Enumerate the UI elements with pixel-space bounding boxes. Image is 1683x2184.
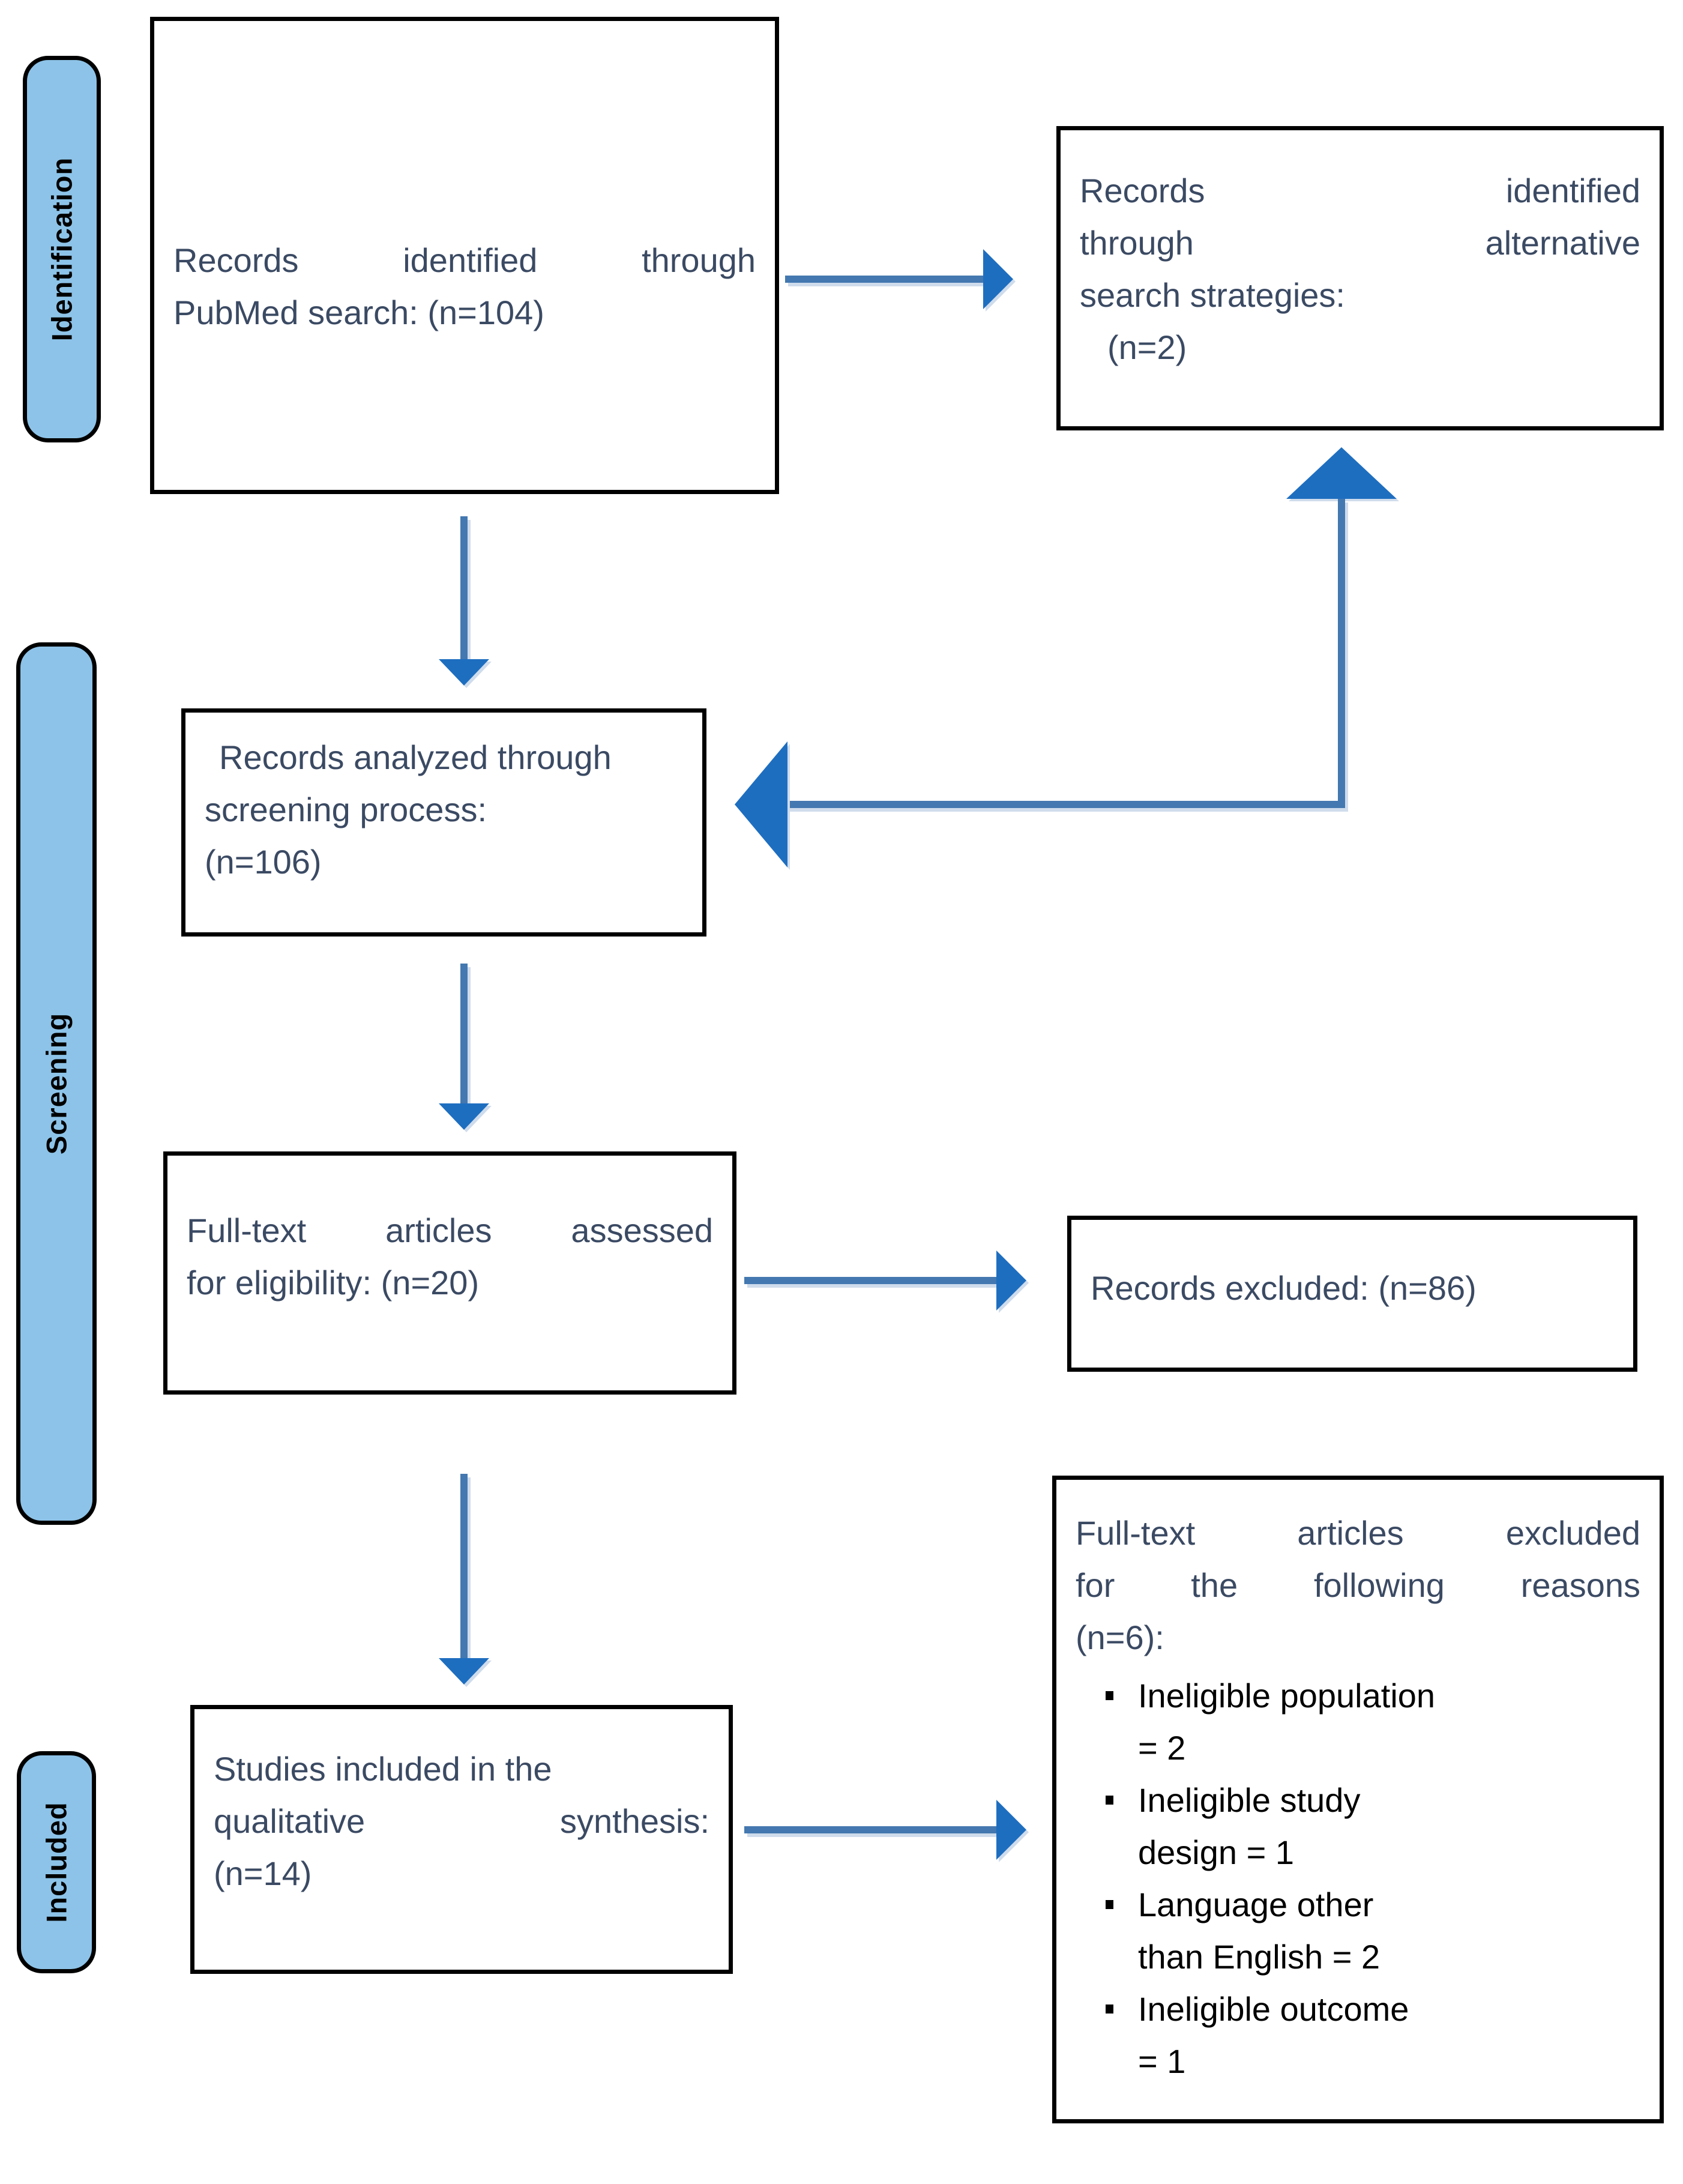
exclusion-reason-list: Ineligible population = 2 Ineligible stu…	[1056, 1670, 1660, 2087]
box-alternative-line3: search strategies:	[1080, 276, 1345, 314]
bullet-dot-icon	[1106, 2005, 1113, 2014]
box-alternative-line2: through alternative	[1080, 223, 1640, 262]
box-alternative-records: Records identified through alternative s…	[1056, 126, 1664, 430]
box-fulltext-assessed-line2: for eligibility: (n=20)	[187, 1263, 480, 1302]
box-fulltext-assessed-line1: Full-text articles assessed	[187, 1211, 713, 1249]
exclusion-reason-4-line1: Ineligible outcome	[1138, 1990, 1409, 2028]
exclusion-reason-1-line1: Ineligible population	[1138, 1677, 1436, 1715]
arrow-right-icon	[983, 249, 1013, 309]
box-studies-included-line2: qualitative synthesis:	[214, 1802, 709, 1840]
connector-alternative-horizontal-line	[784, 801, 1345, 808]
stage-label-screening: Screening	[40, 1012, 73, 1155]
arrow-identified-to-alternative-line	[785, 276, 983, 283]
exclusion-reason-item: Ineligible study design = 1	[1056, 1774, 1660, 1878]
box-alternative-line1: Records identified	[1080, 171, 1640, 210]
stage-chip-identification: Identification	[23, 56, 101, 442]
arrow-down-icon	[439, 1103, 489, 1130]
box-fulltext-excluded-line2: for the following reasons	[1076, 1566, 1640, 1604]
arrow-fulltext-to-included-line	[460, 1474, 468, 1660]
arrow-down-icon	[439, 659, 489, 686]
box-studies-included-line3: (n=14)	[214, 1854, 312, 1892]
box-studies-included: Studies included in the qualitative synt…	[190, 1705, 733, 1974]
box-records-excluded-line1: Records excluded: (n=86)	[1091, 1268, 1477, 1307]
stage-chip-included: Included	[17, 1751, 96, 1973]
box-alternative-line4: (n=2)	[1107, 328, 1187, 366]
box-records-excluded: Records excluded: (n=86)	[1067, 1216, 1637, 1372]
box-records-identified-line1: Records identified through	[173, 241, 756, 279]
arrow-screened-to-fulltext-line	[460, 964, 468, 1105]
box-fulltext-excluded-line1: Full-text articles excluded	[1076, 1514, 1640, 1552]
box-records-identified: Records identified through PubMed search…	[150, 17, 779, 494]
exclusion-reason-2-line2: design = 1	[1138, 1833, 1294, 1871]
exclusion-reason-3-line1: Language other	[1138, 1886, 1374, 1923]
exclusion-reason-item: Ineligible outcome = 1	[1056, 1983, 1660, 2087]
exclusion-reason-1-line2: = 2	[1138, 1729, 1186, 1767]
arrow-up-icon	[1286, 447, 1397, 499]
connector-alternative-vertical-line	[1338, 499, 1345, 808]
box-records-identified-line2: PubMed search: (n=104)	[173, 293, 544, 331]
box-records-screened-line3: (n=106)	[205, 842, 322, 881]
exclusion-reason-2-line1: Ineligible study	[1138, 1781, 1361, 1819]
bullet-dot-icon	[1106, 1796, 1113, 1805]
arrow-right-icon	[996, 1250, 1026, 1311]
exclusion-reason-3-line2: than English = 2	[1138, 1938, 1380, 1976]
exclusion-reason-item: Language other than English = 2	[1056, 1878, 1660, 1983]
box-fulltext-excluded: Full-text articles excluded for the foll…	[1052, 1476, 1664, 2123]
arrow-identified-to-screened-line	[460, 516, 468, 663]
exclusion-reason-4-line2: = 1	[1138, 2042, 1186, 2080]
arrow-fulltext-to-excluded-line	[744, 1277, 996, 1284]
arrow-right-icon	[996, 1800, 1026, 1860]
bullet-dot-icon	[1106, 1900, 1113, 1909]
bullet-dot-icon	[1106, 1691, 1113, 1700]
stage-label-identification: Identification	[46, 157, 78, 342]
stage-chip-screening: Screening	[16, 642, 97, 1525]
exclusion-reason-item: Ineligible population = 2	[1056, 1670, 1660, 1774]
box-fulltext-assessed: Full-text articles assessed for eligibil…	[163, 1151, 736, 1395]
arrow-down-icon	[439, 1658, 489, 1685]
box-records-screened: Records analyzed through screening proce…	[181, 708, 706, 937]
arrow-left-icon	[735, 741, 787, 867]
box-fulltext-excluded-line3: (n=6):	[1076, 1618, 1164, 1656]
box-studies-included-line1: Studies included in the	[214, 1749, 552, 1788]
box-records-screened-line2: screening process:	[205, 790, 487, 828]
stage-label-included: Included	[40, 1802, 73, 1923]
arrow-included-to-ftexcluded-line	[744, 1826, 996, 1833]
box-records-screened-line1: Records analyzed through	[219, 738, 612, 776]
